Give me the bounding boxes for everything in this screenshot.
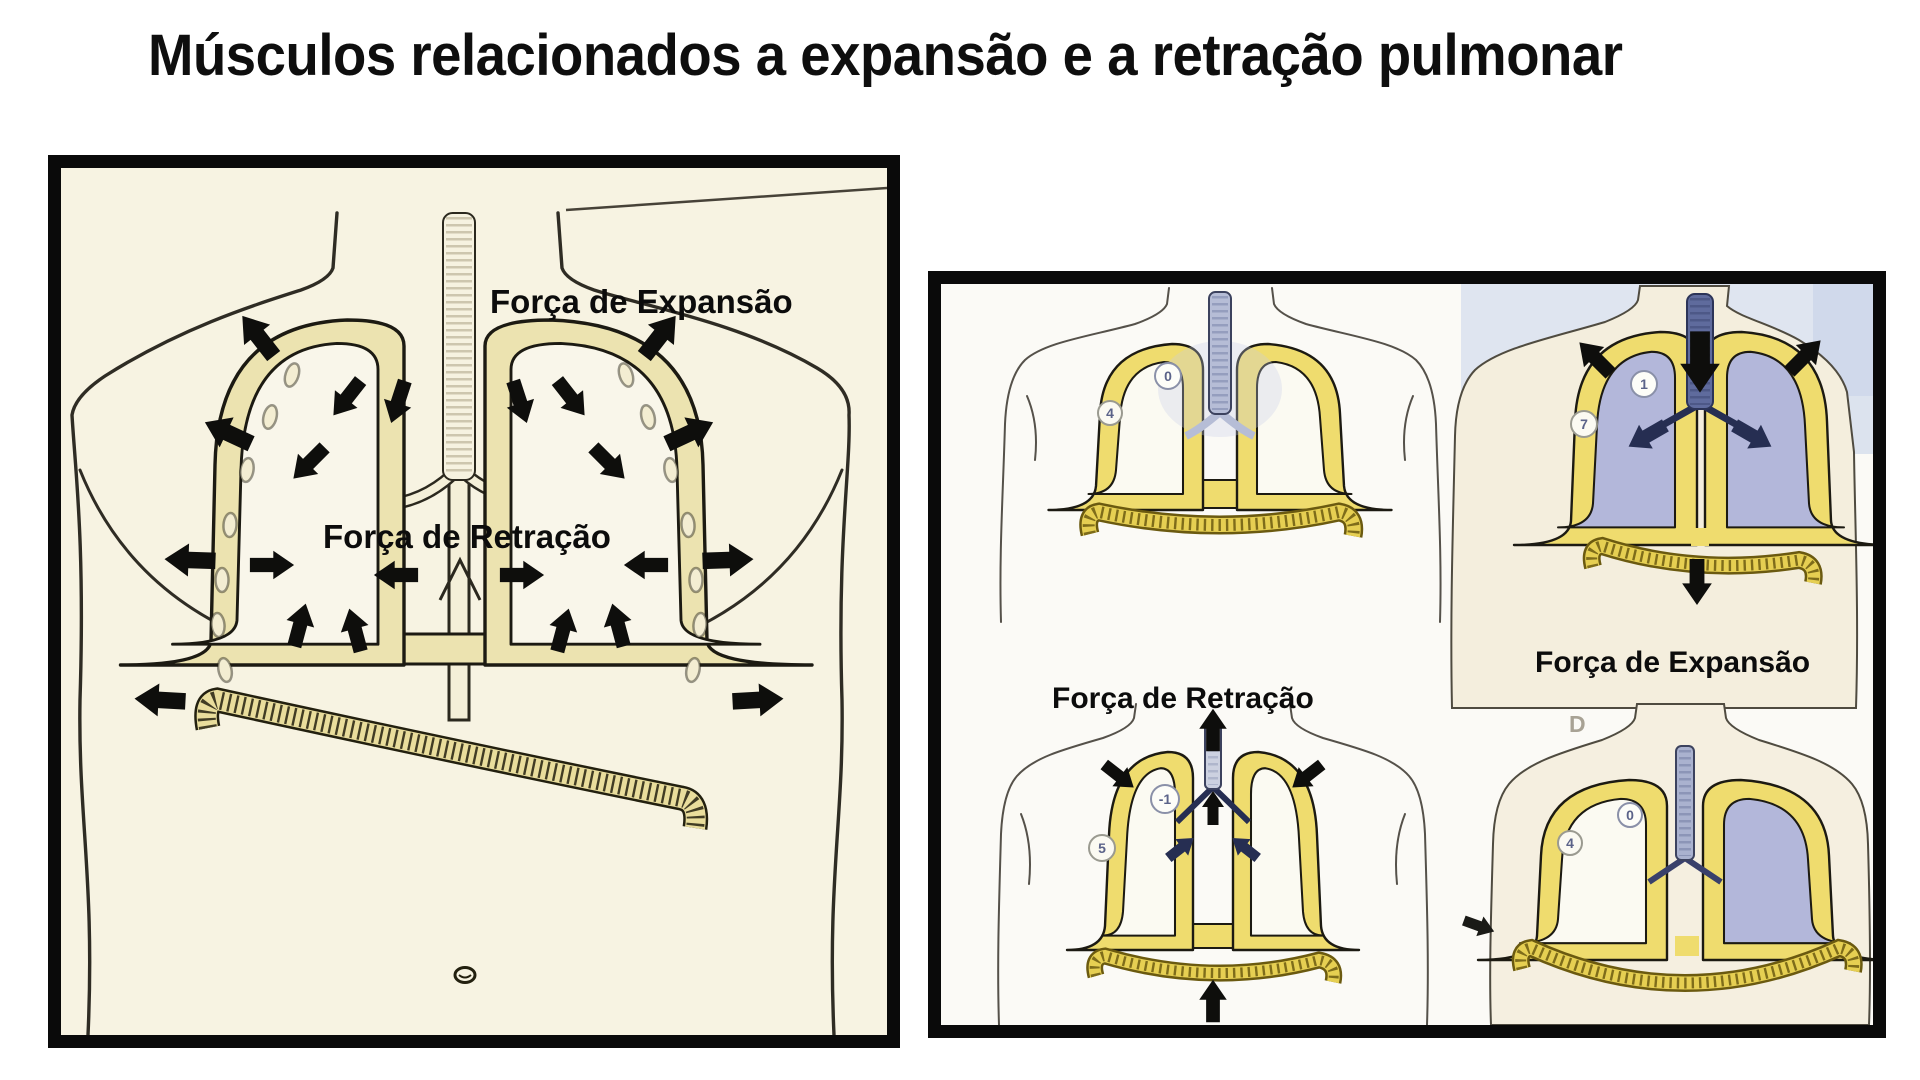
badge-circle bbox=[1150, 784, 1180, 814]
badge-circle bbox=[1557, 830, 1583, 856]
left-expansion-label: Força de Expansão bbox=[490, 283, 793, 320]
expansion-arrow-icon bbox=[133, 682, 187, 718]
stray-d-mark: D bbox=[1569, 711, 1586, 737]
badge-circle bbox=[1154, 362, 1182, 390]
right-retraction-label: Força de Retração bbox=[1052, 682, 1314, 715]
badge-value: 7 bbox=[1580, 416, 1588, 432]
chest-band bbox=[1196, 479, 1244, 509]
background-line bbox=[565, 186, 887, 212]
right-anatomy-figure: 0 4 1 7 -1 5 0 4 Força de Expansão Força… bbox=[928, 271, 1886, 1038]
navel bbox=[453, 966, 477, 984]
lung-interior bbox=[1725, 350, 1846, 529]
badge-value: 1 bbox=[1640, 376, 1648, 392]
expansion-arrow-icon bbox=[701, 542, 755, 578]
torso-drawing bbox=[70, 186, 887, 1035]
badge-value: 0 bbox=[1164, 368, 1172, 384]
expansion-arrow-icon bbox=[163, 542, 217, 578]
rib-icon bbox=[679, 511, 697, 539]
bronchus bbox=[1174, 784, 1252, 825]
right-figure-canvas: 0 4 1 7 -1 5 0 4 Força de Expansão Força… bbox=[997, 284, 1873, 1025]
chest-band bbox=[1675, 936, 1699, 956]
chest-band bbox=[1691, 528, 1709, 546]
diaphragm-hatch bbox=[197, 690, 705, 830]
left-figure-canvas: Força de Expansão Força de Retração bbox=[70, 186, 887, 1035]
bronchus bbox=[1647, 855, 1723, 885]
badge-circle bbox=[1630, 370, 1658, 398]
rib-icon bbox=[688, 566, 704, 594]
exhale-arrow-icon bbox=[1199, 708, 1227, 752]
badge-value: 4 bbox=[1566, 835, 1574, 851]
badge-circle bbox=[1617, 802, 1643, 828]
chest-band bbox=[399, 632, 489, 666]
lower-bronchi bbox=[438, 556, 482, 601]
lung-interior bbox=[1518, 797, 1648, 945]
slide-title: Músculos relacionados a expansão e a ret… bbox=[148, 23, 1623, 88]
trachea bbox=[1675, 745, 1695, 861]
left-anatomy-figure: Força de Expansão Força de Retração bbox=[48, 155, 900, 1048]
diaphragm-hatch bbox=[1089, 950, 1339, 984]
rib-icon bbox=[209, 611, 227, 639]
lung-interior bbox=[1255, 360, 1353, 496]
lung-interior bbox=[1249, 767, 1325, 937]
torso-outline bbox=[999, 287, 1442, 623]
rib-icon bbox=[691, 611, 709, 639]
rib-icon bbox=[221, 511, 239, 539]
torso-outline bbox=[997, 703, 1429, 1025]
mediastinum bbox=[447, 476, 471, 722]
lung-interior bbox=[509, 341, 762, 646]
pressure-badges: 0 4 1 7 -1 5 0 4 bbox=[1088, 362, 1658, 862]
badge-circle bbox=[1088, 834, 1116, 862]
badge-value: -1 bbox=[1159, 791, 1172, 807]
right-expansion-label: Força de Expansão bbox=[1535, 646, 1810, 679]
diaphragm-hatch bbox=[1082, 505, 1360, 538]
rib-icon bbox=[214, 566, 230, 594]
chest-band bbox=[1188, 923, 1238, 949]
badge-value: 0 bbox=[1626, 807, 1634, 823]
lung-interior bbox=[1722, 797, 1852, 945]
expansion-arrow-icon bbox=[731, 682, 785, 718]
torso-outline bbox=[70, 211, 339, 1035]
torso-outline bbox=[556, 211, 851, 1035]
diaphragm-hatch bbox=[1515, 942, 1860, 989]
badge-circle bbox=[1570, 410, 1598, 438]
navel bbox=[458, 974, 472, 979]
badge-circle bbox=[1097, 400, 1123, 426]
badge-value: 4 bbox=[1106, 405, 1114, 421]
badge-value: 5 bbox=[1098, 840, 1106, 856]
left-retraction-label: Força de Retração bbox=[323, 518, 611, 555]
diaphragm-up-arrow-icon bbox=[1199, 979, 1227, 1023]
